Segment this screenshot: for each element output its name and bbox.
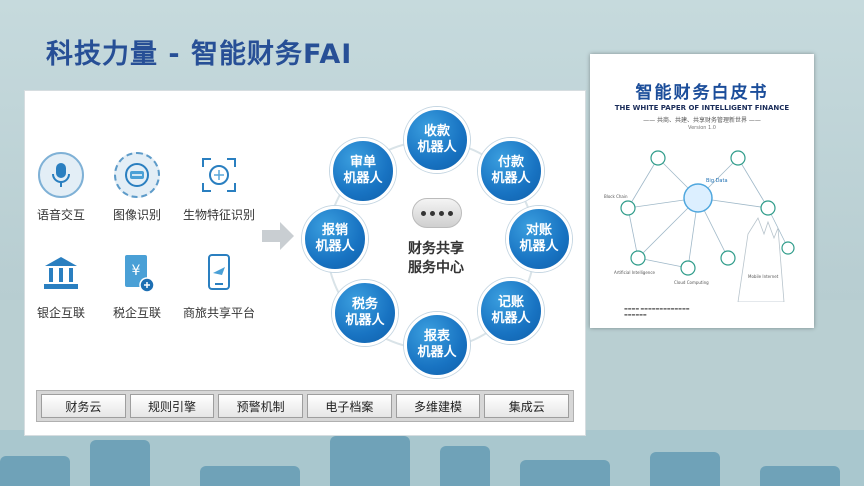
net-label: Cloud Computing <box>674 280 709 285</box>
capability-finance-cloud: 财务云 <box>41 394 126 418</box>
capability-rule-engine: 规则引擎 <box>129 394 215 418</box>
service-center-icon <box>412 198 462 228</box>
skyline-decoration <box>0 430 864 486</box>
capability-integration-cloud: 集成云 <box>484 394 570 418</box>
arrow-right-icon <box>262 222 294 250</box>
feature-image-recognition: 图像识别 <box>92 152 182 223</box>
robot-report: 报表机器人 <box>404 312 470 378</box>
travel-platform-icon <box>196 250 242 296</box>
capability-multi-dim-modeling: 多维建模 <box>395 394 481 418</box>
robot-collection: 收款机器人 <box>404 107 470 173</box>
net-label: Big Data <box>706 178 728 184</box>
feature-label: 商旅共享平台 <box>182 306 255 320</box>
net-label: Block Chain <box>604 194 628 199</box>
white-paper-cover: 智能财务白皮书 THE WHITE PAPER OF INTELLIGENT F… <box>590 54 814 328</box>
book-publisher-text: ▬▬▬▬ ▬▬▬▬▬▬▬▬▬▬▬▬▬▬▬▬▬▬▬ <box>624 306 690 317</box>
network-illustration-icon: Big Data Block Chain Mobile Internet Clo… <box>604 150 795 302</box>
feature-bank-connect: 银企互联 <box>16 250 106 321</box>
feature-label: 语音交互 <box>36 208 85 222</box>
feature-voice-interaction: 语音交互 <box>16 152 106 223</box>
capability-bar: 财务云 规则引擎 预警机制 电子档案 多维建模 集成云 <box>36 390 574 422</box>
book-title: 智能财务白皮书 <box>635 83 769 103</box>
book-version: Version 1.0 <box>688 125 716 131</box>
book-title-en: THE WHITE PAPER OF INTELLIGENT FINANCE <box>614 104 790 112</box>
svg-text:¥: ¥ <box>132 263 141 279</box>
feature-label: 生物特征识别 <box>182 208 255 222</box>
net-label: Artificial Intelligence <box>614 270 656 275</box>
robot-audit: 审单机器人 <box>330 138 396 204</box>
robot-bookkeeping: 记账机器人 <box>478 278 544 344</box>
service-center-label: 财务共享 服务中心 <box>408 241 464 276</box>
robot-reimbursement: 报销机器人 <box>302 206 368 272</box>
feature-travel-platform: 商旅共享平台 <box>174 250 264 321</box>
feature-tax-connect: ¥ 税企互联 <box>92 250 182 321</box>
robot-tax: 税务机器人 <box>332 280 398 346</box>
robot-payment: 付款机器人 <box>478 138 544 204</box>
feature-label: 税企互联 <box>112 306 161 320</box>
microphone-icon <box>38 152 84 198</box>
net-label: Mobile Internet <box>748 274 779 279</box>
feature-label: 银企互联 <box>36 306 85 320</box>
bank-icon <box>38 250 84 296</box>
biometric-icon <box>196 152 242 198</box>
book-subtitle: —— 共商、共建、共享财务管理新世界 —— <box>643 117 761 124</box>
image-recognition-icon <box>114 152 160 198</box>
robot-reconciliation: 对账机器人 <box>506 206 572 272</box>
capability-e-archive: 电子档案 <box>307 394 392 418</box>
tax-document-icon: ¥ <box>114 250 160 296</box>
capability-alert-mechanism: 预警机制 <box>218 394 304 418</box>
feature-biometric: 生物特征识别 <box>174 152 264 223</box>
slide-title: 科技力量 - 智能财务FAI <box>46 39 353 70</box>
feature-label: 图像识别 <box>112 208 161 222</box>
